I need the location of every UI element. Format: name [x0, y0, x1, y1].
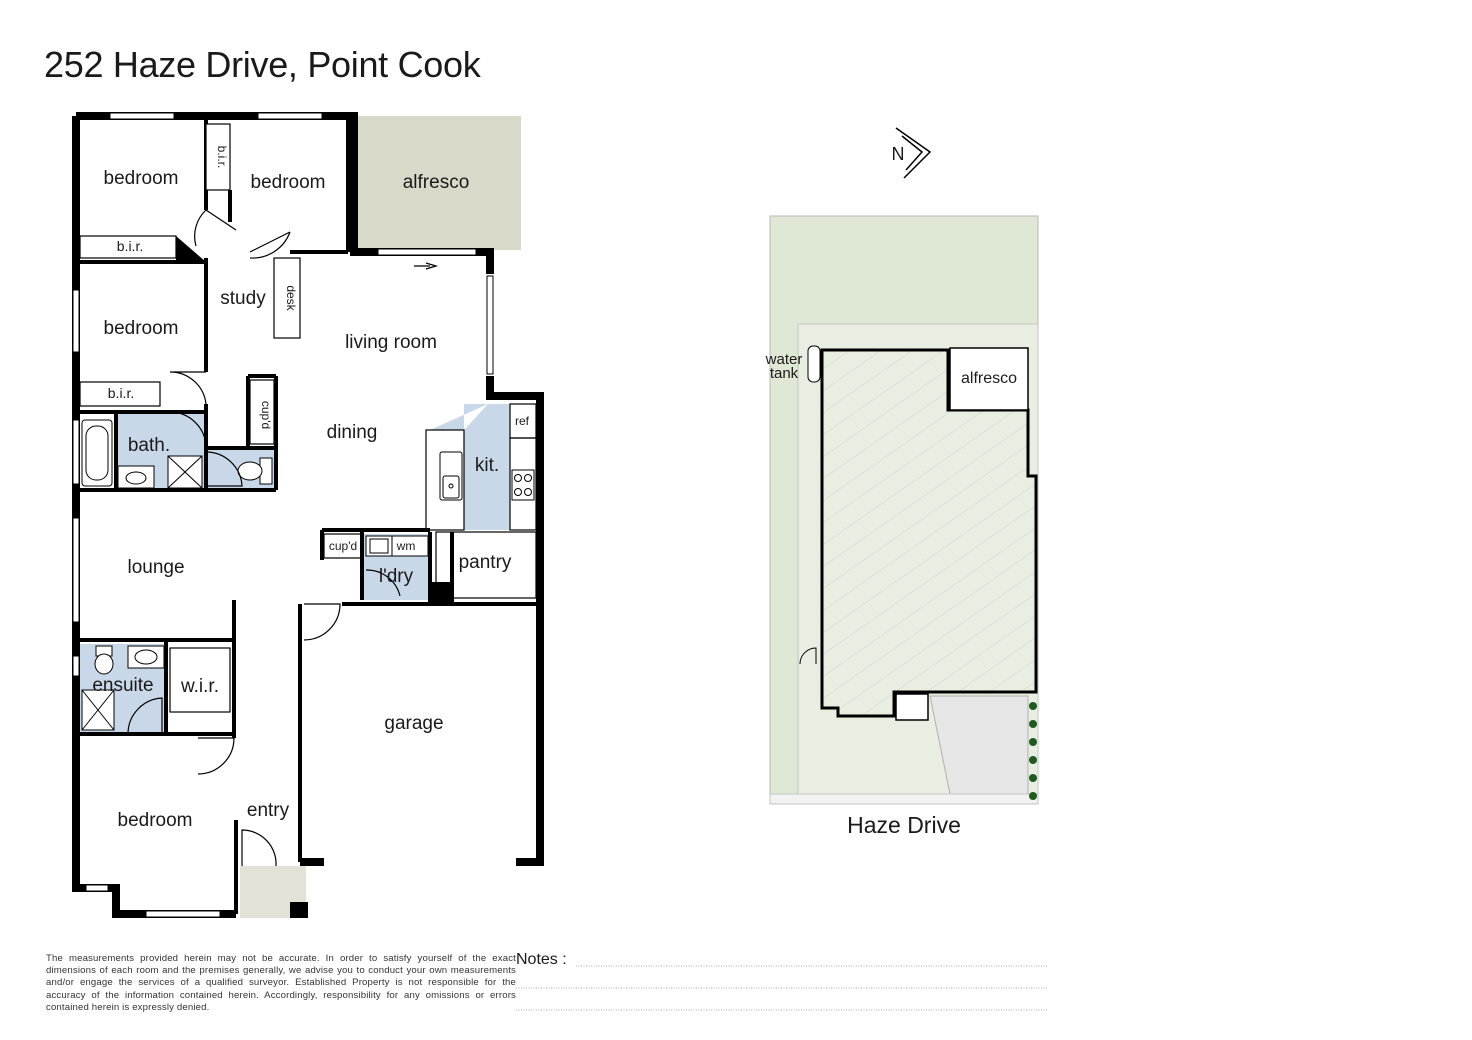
kitchen-benches — [323, 403, 537, 599]
label-bir-w: b.i.r. — [117, 238, 143, 254]
label-garage: garage — [384, 713, 443, 734]
label-desk: desk — [284, 285, 298, 311]
wall-block-2 — [430, 582, 452, 604]
label-wm: wm — [396, 539, 416, 553]
site-plan — [769, 215, 1039, 805]
north-label: N — [892, 144, 905, 164]
label-cupd-laundry: cup'd — [329, 539, 357, 553]
windows — [72, 112, 494, 918]
label-ref: ref — [515, 414, 530, 428]
label-entry: entry — [247, 800, 290, 821]
kitchen-wet-area — [464, 404, 510, 530]
door-swings — [127, 209, 439, 867]
label-wir: w.i.r. — [180, 676, 219, 697]
bathtub-icon — [81, 419, 113, 487]
north-arrow-icon — [895, 127, 932, 179]
label-pantry: pantry — [459, 552, 512, 573]
kitchen-wet-area-2 — [430, 404, 488, 430]
label-alfresco: alfresco — [403, 172, 470, 193]
notes-lines — [516, 965, 1048, 1011]
ensuite-fixtures — [81, 645, 165, 731]
label-bir-w2: b.i.r. — [108, 385, 134, 401]
disclaimer-text: The measurements provided herein may not… — [46, 953, 516, 1013]
label-study: study — [220, 288, 266, 309]
label-bedroom-w: bedroom — [104, 318, 179, 339]
label-kitchen: kit. — [475, 455, 499, 476]
label-bedroom-s: bedroom — [118, 810, 193, 831]
page-title: 252 Haze Drive, Point Cook — [44, 44, 481, 85]
laundry-tub-icon — [365, 535, 429, 557]
label-bir-top: b.i.r. — [215, 146, 229, 169]
label-lounge: lounge — [127, 557, 184, 578]
label-laundry: l'dry — [379, 566, 414, 587]
label-cupd-hall: cup'd — [259, 401, 273, 429]
label-dining: dining — [327, 422, 378, 443]
built-in-robes — [79, 123, 301, 713]
label-bath: bath. — [128, 435, 170, 456]
label-ensuite: ensuite — [92, 675, 153, 696]
label-water-tank-2: tank — [770, 365, 799, 382]
label-bedroom-n: bedroom — [251, 172, 326, 193]
toilet-icon — [237, 457, 273, 485]
label-water-tank-1: water — [765, 351, 803, 368]
cooktop-icon — [511, 469, 535, 501]
label-bedroom-nw: bedroom — [104, 168, 179, 189]
shower-icon — [167, 455, 203, 489]
wall-block-3 — [290, 902, 308, 918]
label-site-alfresco: alfresco — [961, 370, 1017, 387]
wall-block — [176, 236, 206, 262]
alfresco-area — [356, 116, 521, 250]
vanity-icon — [117, 465, 155, 489]
street-label: Haze Drive — [847, 812, 961, 838]
notes-label: Notes : — [516, 951, 567, 968]
label-living-room: living room — [345, 332, 437, 353]
kitchen-sink-icon — [439, 451, 463, 501]
